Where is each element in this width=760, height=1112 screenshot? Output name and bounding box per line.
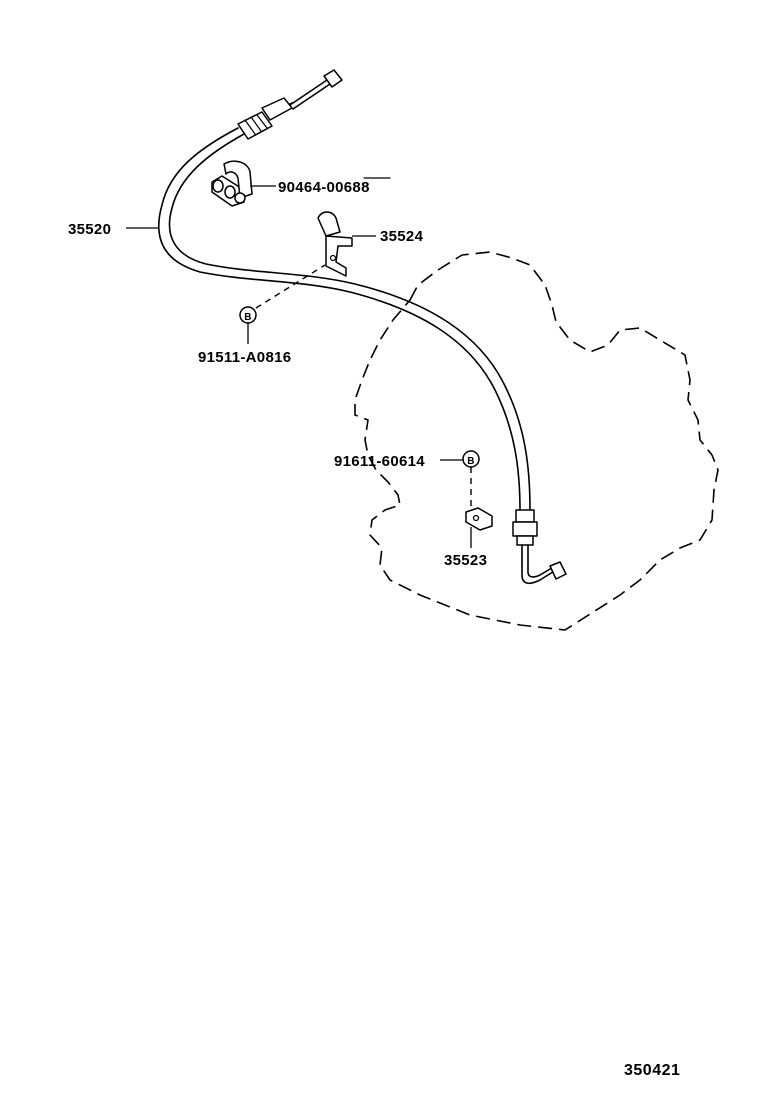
label-clamp: 90464-00688 [278, 179, 370, 196]
assembly-lines [255, 264, 472, 508]
label-lower-bracket: 35523 [444, 552, 487, 569]
cable-clamp [211, 160, 253, 207]
lower-bolt: B [462, 450, 480, 468]
upper-bolt: B [239, 306, 257, 324]
upper-bracket [317, 211, 353, 277]
upper-bolt-marker: B [244, 312, 252, 323]
label-upper-bracket: 35524 [380, 228, 424, 245]
lower-bolt-marker: B [467, 456, 475, 467]
label-lower-bolt: 91611-60614 [334, 453, 425, 470]
shift-cable [157, 69, 567, 585]
label-upper-bolt: 91511-A0816 [198, 349, 291, 366]
label-cable: 35520 [68, 221, 111, 238]
transmission-outline [354, 251, 719, 631]
leader-lines [126, 185, 472, 548]
diagram-reference-code: 350421 [624, 1062, 680, 1079]
lower-bracket [465, 507, 493, 531]
